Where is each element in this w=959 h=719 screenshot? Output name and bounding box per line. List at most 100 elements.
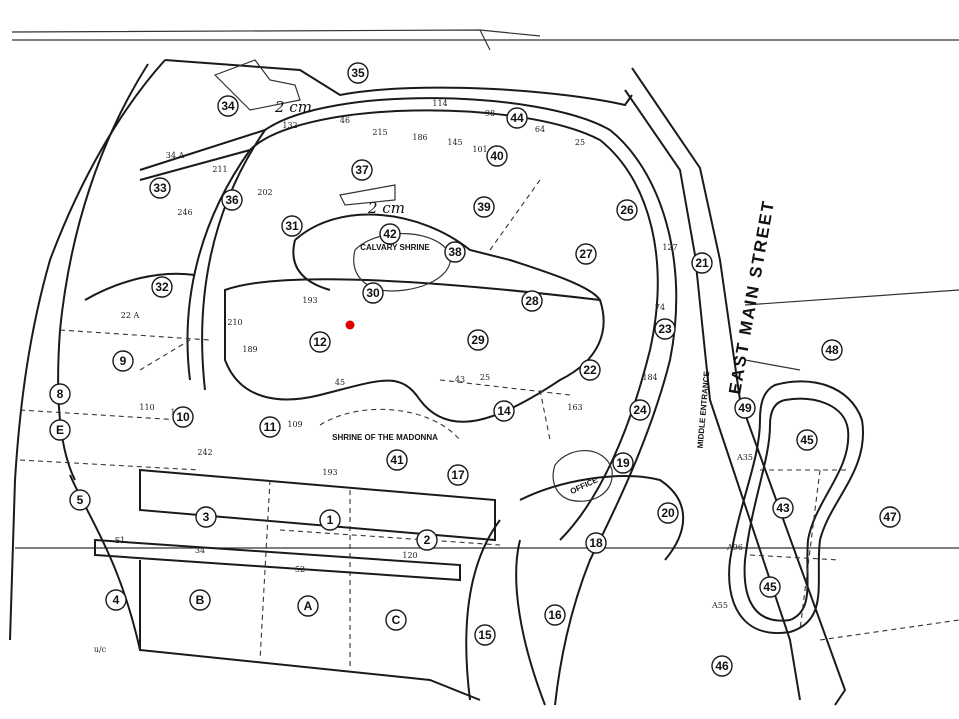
section-label: 2 — [424, 533, 431, 547]
section-9[interactable]: 9 — [112, 350, 134, 372]
section-39[interactable]: 39 — [473, 196, 495, 218]
section-24[interactable]: 24 — [629, 399, 651, 421]
section-circle — [319, 509, 341, 531]
svg-text:193: 193 — [302, 296, 317, 305]
section-label: 4 — [113, 593, 120, 607]
section-e[interactable]: E — [49, 419, 71, 441]
section-label: 30 — [366, 286, 380, 300]
svg-text:101: 101 — [472, 145, 487, 154]
location-marker[interactable] — [345, 320, 355, 330]
section-45[interactable]: 45 — [759, 576, 781, 598]
section-circle — [575, 243, 597, 265]
section-47[interactable]: 47 — [879, 506, 901, 528]
section-circle — [796, 429, 818, 451]
section-15[interactable]: 15 — [474, 624, 496, 646]
section-circle — [691, 252, 713, 274]
svg-text:132: 132 — [282, 121, 297, 130]
svg-text:25: 25 — [575, 138, 585, 147]
section-32[interactable]: 32 — [151, 276, 173, 298]
section-4[interactable]: 4 — [105, 589, 127, 611]
section-circle — [149, 177, 171, 199]
section-circle — [544, 604, 566, 626]
section-34[interactable]: 34 — [217, 95, 239, 117]
section-48[interactable]: 48 — [821, 339, 843, 361]
section-46[interactable]: 46 — [711, 655, 733, 677]
section-label: 48 — [825, 343, 839, 357]
section-45[interactable]: 45 — [796, 429, 818, 451]
section-circle — [467, 329, 489, 351]
section-c[interactable]: C — [385, 609, 407, 631]
section-label: 47 — [883, 510, 897, 524]
svg-text:210: 210 — [227, 318, 242, 327]
section-circle — [759, 576, 781, 598]
section-1[interactable]: 1 — [319, 509, 341, 531]
section-26[interactable]: 26 — [616, 199, 638, 221]
svg-text:64: 64 — [535, 125, 545, 134]
section-14[interactable]: 14 — [493, 400, 515, 422]
section-circle — [217, 95, 239, 117]
svg-text:74: 74 — [655, 303, 665, 312]
section-label: 42 — [383, 227, 397, 241]
madonna-shrine-arc — [319, 408, 461, 441]
section-circle — [195, 506, 217, 528]
structure-37 — [339, 184, 396, 206]
section-label: 29 — [471, 333, 485, 347]
section-28[interactable]: 28 — [521, 290, 543, 312]
section-12[interactable]: 12 — [309, 331, 331, 353]
section-33[interactable]: 33 — [149, 177, 171, 199]
section-8[interactable]: 8 — [49, 383, 71, 405]
section-circle — [629, 399, 651, 421]
section-40[interactable]: 40 — [486, 145, 508, 167]
section-29[interactable]: 29 — [467, 329, 489, 351]
note-2cm-34: 2 cm — [274, 98, 312, 116]
section-circle — [711, 655, 733, 677]
section-17[interactable]: 17 — [447, 464, 469, 486]
street-name: EAST MAIN STREET — [725, 198, 778, 396]
section-label: 28 — [525, 294, 539, 308]
section-23[interactable]: 23 — [654, 318, 676, 340]
svg-text:242: 242 — [197, 448, 212, 457]
section-27[interactable]: 27 — [575, 243, 597, 265]
section-circle — [486, 145, 508, 167]
svg-text:52: 52 — [295, 565, 305, 574]
section-21[interactable]: 21 — [691, 252, 713, 274]
section-36[interactable]: 36 — [221, 189, 243, 211]
section-circle — [347, 62, 369, 84]
section-10[interactable]: 10 — [172, 406, 194, 428]
section-b[interactable]: B — [189, 589, 211, 611]
section-49[interactable]: 49 — [734, 397, 756, 419]
section-label: 23 — [658, 322, 672, 336]
section-circle — [172, 406, 194, 428]
section-43[interactable]: 43 — [772, 497, 794, 519]
section-30[interactable]: 30 — [362, 282, 384, 304]
section-circle — [879, 506, 901, 528]
section-37[interactable]: 37 — [351, 159, 373, 181]
section-3[interactable]: 3 — [195, 506, 217, 528]
section-38[interactable]: 38 — [444, 241, 466, 263]
section-circle — [105, 589, 127, 611]
section-label: 35 — [351, 66, 365, 80]
section-2[interactable]: 2 — [416, 529, 438, 551]
section-31[interactable]: 31 — [281, 215, 303, 237]
section-label: A — [304, 599, 313, 613]
section-11[interactable]: 11 — [259, 416, 281, 438]
section-circle — [259, 416, 281, 438]
svg-text:22 A: 22 A — [121, 311, 140, 320]
section-circle — [444, 241, 466, 263]
section-label: 1 — [327, 513, 334, 527]
section-44[interactable]: 44 — [506, 107, 528, 129]
svg-text:A96: A96 — [726, 543, 743, 552]
section-19[interactable]: 19 — [612, 452, 634, 474]
section-42[interactable]: 42 — [379, 223, 401, 245]
section-20[interactable]: 20 — [657, 502, 679, 524]
section-5[interactable]: 5 — [69, 489, 91, 511]
svg-text:114: 114 — [432, 99, 447, 108]
section-16[interactable]: 16 — [544, 604, 566, 626]
section-circle — [309, 331, 331, 353]
section-circle — [657, 502, 679, 524]
section-41[interactable]: 41 — [386, 449, 408, 471]
section-a[interactable]: A — [297, 595, 319, 617]
section-35[interactable]: 35 — [347, 62, 369, 84]
section-22[interactable]: 22 — [579, 359, 601, 381]
section-18[interactable]: 18 — [585, 532, 607, 554]
